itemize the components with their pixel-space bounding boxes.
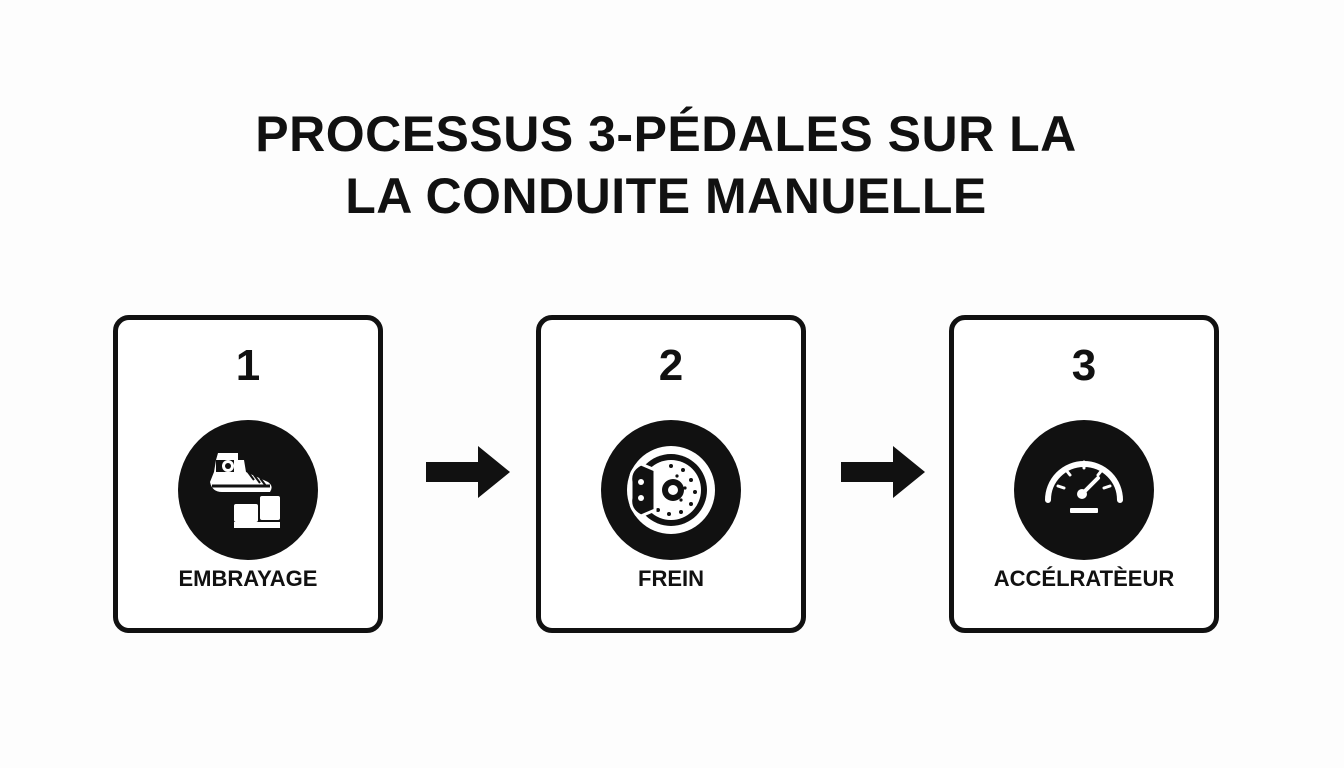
- title-line-2: LA CONDUITE MANUELLE: [345, 168, 987, 224]
- step-label: EMBRAYAGE: [178, 566, 318, 591]
- foot-on-pedal-icon: [178, 420, 318, 560]
- diagram-title: PROCESSUS 3-PÉDALES SUR LA LA CONDUITE M…: [0, 103, 1332, 227]
- step-card-brake: 2 FREIN: [536, 315, 806, 633]
- step-card-clutch: 1 EMBRAYAGE: [113, 315, 383, 633]
- step-number: 2: [658, 341, 684, 390]
- title-line-1: PROCESSUS 3-PÉDALES SUR LA: [255, 106, 1077, 162]
- arrow-right-icon: [426, 446, 510, 498]
- speedometer-icon: [1014, 420, 1154, 560]
- step-label: ACCÉLRATÈEUR: [993, 566, 1175, 591]
- step-number: 1: [235, 341, 261, 390]
- step-card-accelerator: 3 ACCÉLRATÈEUR: [949, 315, 1219, 633]
- step-number: 3: [1071, 341, 1097, 390]
- brake-disc-icon: [601, 420, 741, 560]
- step-label: FREIN: [638, 566, 704, 591]
- arrow-right-icon: [841, 446, 925, 498]
